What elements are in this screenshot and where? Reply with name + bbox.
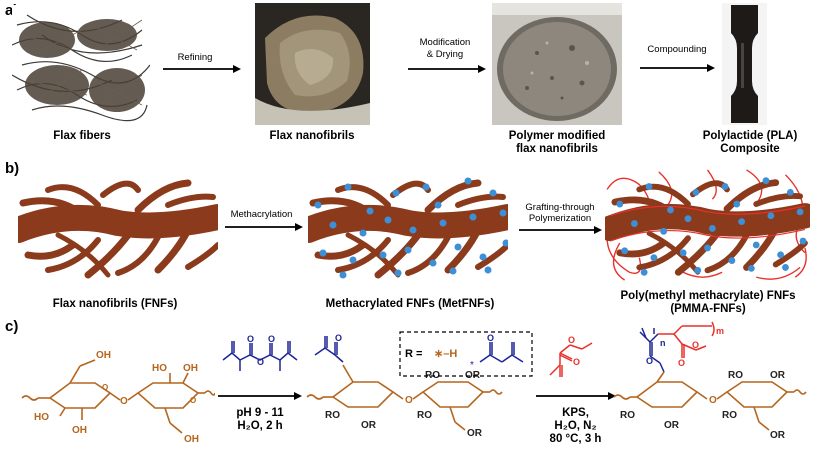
or-label: OR: [465, 370, 481, 381]
cond1-line2: H₂O, 2 h: [237, 420, 283, 432]
panel-c-letter: c): [5, 318, 19, 335]
ro-label: RO: [417, 410, 432, 421]
ro-label: RO: [620, 410, 635, 421]
grafting-label-1: Grafting-through: [525, 202, 595, 213]
oh-label: OH: [183, 363, 198, 374]
methacrylation-label: Methacrylation: [230, 209, 293, 220]
asterisk-label: *: [470, 360, 474, 371]
grafting-label-2: Polymerization: [528, 213, 592, 224]
reaction-arrow-2: [536, 392, 616, 400]
pla-composite-photo: [722, 3, 767, 125]
pla-caption-1: Polylactide (PLA): [702, 130, 798, 142]
pla-caption-2: Composite: [720, 143, 780, 155]
n-subscript: n: [660, 338, 666, 348]
methacrylated-cellulose-structure: O RO OR RO OR RO OR O R = ∗–H * O: [306, 331, 533, 439]
flax-nanofibrils-caption: Flax nanofibrils: [269, 130, 355, 142]
polymer-modified-caption-2: flax nanofibrils: [516, 143, 598, 155]
ro-label: RO: [728, 370, 743, 381]
cond2-line2: H₂O, N₂: [554, 420, 597, 432]
or-label: OR: [770, 370, 786, 381]
reaction-arrow-1: [218, 392, 302, 400]
refining-arrow: [163, 65, 241, 73]
flax-nanofibrils-photo: [255, 3, 370, 125]
o-label: O: [573, 357, 580, 367]
ring-o-label: O: [102, 383, 108, 392]
o-label: O: [692, 340, 699, 350]
cond2-line1: KPS,: [562, 407, 589, 419]
oh-label: OH: [184, 434, 199, 445]
o-label: O: [247, 335, 254, 344]
bridge-o-label: O: [709, 395, 717, 406]
polymer-modified-photo: [492, 3, 622, 125]
compounding-arrow: [640, 64, 715, 72]
o-label: O: [257, 357, 264, 367]
o-label: O: [335, 333, 342, 343]
methacrylation-arrow: [225, 223, 303, 231]
oh-label: OH: [96, 350, 111, 361]
or-label: OR: [467, 428, 483, 439]
o-label: O: [268, 335, 275, 344]
or-label: OR: [361, 420, 377, 431]
methacrylic-anhydride-structure: O O O: [222, 335, 298, 371]
oh-label: OH: [72, 425, 87, 436]
pmma-fnf-drawing: [605, 169, 810, 283]
bridge-o-label: O: [405, 395, 413, 406]
m-subscript: m: [716, 326, 724, 336]
o-label: O: [487, 333, 494, 343]
metfnf-fibrils-drawing: [308, 175, 508, 280]
panel-b-letter: b): [5, 160, 20, 177]
flax-fibers-photo: [12, 5, 150, 125]
polymer-modified-caption-1: Polymer modified: [508, 130, 606, 142]
bridge-o-label: O: [120, 396, 128, 407]
refining-label: Refining: [177, 52, 213, 63]
mma-monomer-structure: O O: [549, 335, 593, 377]
or-label: OR: [664, 420, 680, 431]
modification-label-2: & Drying: [426, 49, 464, 60]
pmma-cellulose-structure: O n O O m RO OR RO OR RO OR O: [613, 321, 807, 441]
modification-label-1: Modification: [419, 37, 471, 48]
pmma-fnf-caption-2: (PMMA-FNFs): [670, 303, 746, 315]
metfnf-caption: Methacrylated FNFs (MetFNFs): [325, 298, 495, 310]
compounding-label: Compounding: [647, 44, 707, 55]
grafting-arrow: [519, 226, 602, 234]
fnf-fibrils-drawing: [18, 175, 218, 280]
or-label: OR: [770, 430, 786, 441]
ho-label: HO: [34, 412, 49, 423]
cond1-line1: pH 9 - 11: [236, 407, 284, 419]
pmma-fnf-caption-1: Poly(methyl methacrylate) FNFs: [620, 290, 796, 302]
ro-label: RO: [722, 410, 737, 421]
r-h-label: ∗–H: [434, 348, 457, 360]
o-label: O: [646, 356, 653, 366]
cond2-line3: 80 °C, 3 h: [549, 433, 602, 445]
o-label: O: [678, 358, 685, 368]
o-label: O: [568, 335, 575, 345]
cellulose-structure: OH HO OH O OH HO OH O O: [21, 350, 215, 445]
r-def-label: R =: [405, 348, 422, 360]
ro-label: RO: [325, 410, 340, 421]
modification-arrow: [408, 65, 486, 73]
fnf-caption: Flax nanofibrils (FNFs): [52, 298, 178, 310]
ho-label: HO: [152, 363, 167, 374]
ring-o-label: O: [190, 396, 196, 405]
flax-fibers-caption: Flax fibers: [53, 130, 111, 142]
